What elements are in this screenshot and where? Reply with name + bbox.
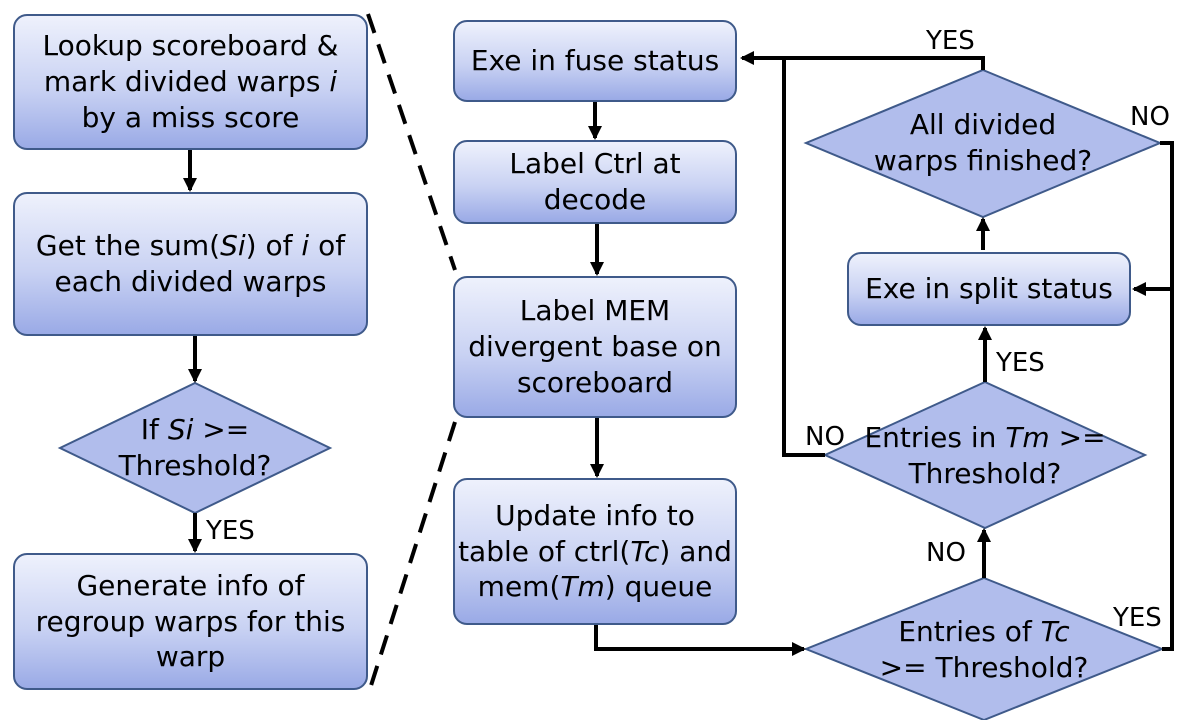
- lookup-scoreboard-box: Lookup scoreboard & mark divided warps i…: [13, 14, 368, 150]
- decision-si-threshold: If Si >= Threshold?: [60, 383, 330, 513]
- update-line-1: Update info to: [495, 498, 695, 532]
- exe-split-label: Exe in split status: [865, 272, 1113, 306]
- label-no-left: NO: [805, 422, 845, 452]
- label-mem-box: Label MEM divergent base on scoreboard: [453, 276, 737, 418]
- label-mem-line-3: scoreboard: [516, 365, 674, 399]
- zoom-dashed-line-top: [366, 13, 457, 271]
- get-sum-box: Get the sum(Si) of i of each divided war…: [13, 192, 368, 336]
- sum-line-1: Get the sum(Si) of i of: [35, 229, 346, 263]
- decision-entries-tc: Entries of Tc >= Threshold?: [806, 590, 1162, 710]
- label-ctrl-line-2: decode: [543, 183, 647, 216]
- update-info-box: Update info to table of ctrl(Tc) and mem…: [453, 478, 737, 625]
- zoom-dashed-line-bottom: [366, 421, 457, 696]
- entries-tc-line-2: >= Threshold?: [879, 651, 1089, 684]
- generate-line-1: Generate info of: [76, 568, 305, 602]
- lookup-line-1: Lookup scoreboard &: [42, 29, 339, 63]
- decision-all-divided: All divided warps finished?: [806, 76, 1160, 210]
- lookup-line-2: mark divided warps i: [43, 65, 338, 99]
- update-line-3: mem(Tm) queue: [477, 570, 713, 604]
- entries-tc-line-1: Entries of Tc: [898, 615, 1070, 649]
- arrow-all-divided-no-to-split: [1160, 141, 1174, 289]
- label-mem-line-1: Label MEM: [519, 294, 671, 328]
- all-divided-line-2: warps finished?: [873, 144, 1093, 177]
- update-line-2: table of ctrl(Tc) and: [458, 534, 732, 568]
- exe-fuse-status-box: Exe in fuse status: [453, 20, 737, 102]
- exe-fuse-label: Exe in fuse status: [470, 44, 720, 78]
- label-ctrl-line-1: Label Ctrl at: [509, 147, 681, 181]
- label-ctrl-box: Label Ctrl at decode: [453, 140, 737, 224]
- label-no-mid: NO: [926, 538, 966, 568]
- entries-tm-line-2: Threshold?: [908, 457, 1062, 490]
- generate-line-2: regroup warps for this: [35, 604, 346, 638]
- lookup-line-3: by a miss score: [81, 100, 300, 134]
- arrow-all-divided-yes-to-fuse: [740, 51, 985, 70]
- arrow-tm-no-to-fuse: [782, 58, 825, 457]
- decision-si-line-2: Threshold?: [118, 449, 272, 482]
- arrow-tc-yes-to-split: [1132, 282, 1174, 651]
- decision-entries-tc-shape: [803, 576, 1165, 720]
- sum-line-2: each divided warps: [54, 265, 327, 298]
- label-yes-bottom: YES: [1113, 603, 1162, 633]
- generate-line-3: warp: [155, 640, 226, 674]
- label-yes-mid: YES: [996, 348, 1045, 378]
- exe-split-status-box: Exe in split status: [847, 252, 1131, 326]
- entries-tm-line-1: Entries in Tm >=: [864, 421, 1106, 455]
- label-yes-top: YES: [926, 26, 975, 56]
- arrow-update-to-tc: [594, 625, 806, 656]
- label-mem-line-2: divergent base on: [468, 330, 722, 364]
- label-no-right: NO: [1130, 102, 1170, 132]
- generate-info-box: Generate info of regroup warps for this …: [13, 553, 368, 690]
- decision-si-line-1: If Si >=: [140, 413, 250, 447]
- all-divided-line-1: All divided: [909, 108, 1057, 142]
- decision-entries-tm: Entries in Tm >= Threshold?: [825, 396, 1145, 516]
- label-yes-left: YES: [206, 516, 255, 546]
